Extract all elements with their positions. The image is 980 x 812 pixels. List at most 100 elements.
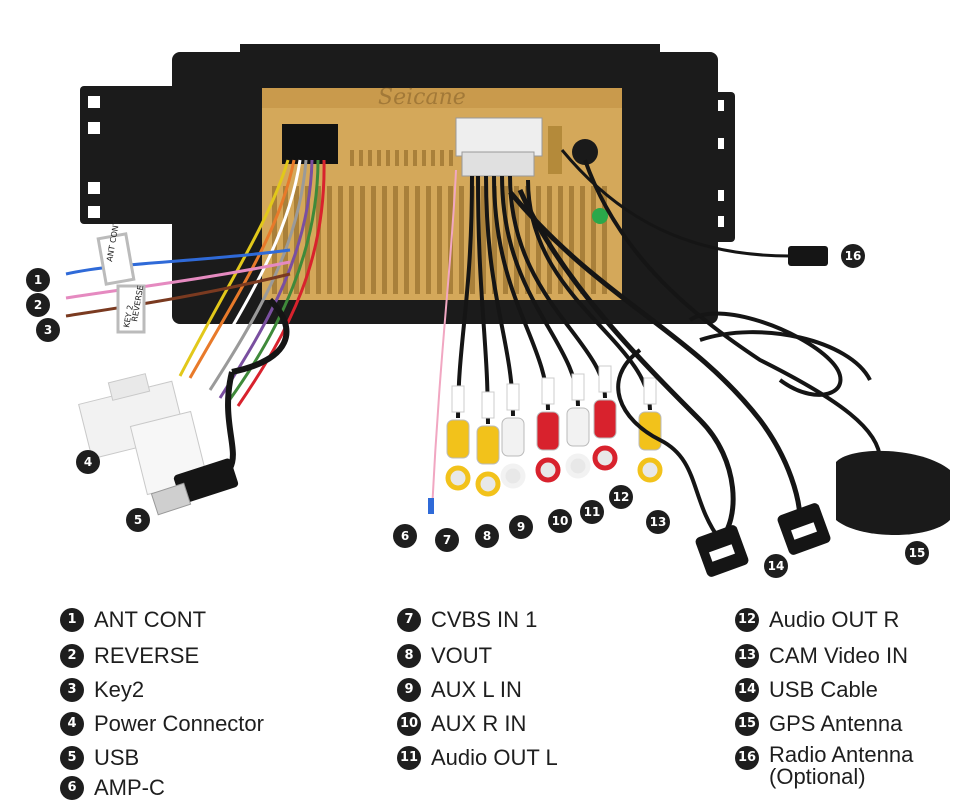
callout-number: 1 <box>34 273 42 287</box>
legend-item-7: 7 CVBS IN 1 <box>397 606 537 636</box>
rca-plug-body <box>501 417 525 457</box>
radio-antenna-plug <box>788 246 828 266</box>
antenna-jack <box>548 126 562 174</box>
callout-badge <box>26 268 50 292</box>
rca-cable-tag <box>571 373 585 401</box>
legend-label: Key2 <box>94 677 145 702</box>
heatsink-fin <box>360 186 365 294</box>
vent-slot <box>422 150 426 166</box>
vent-slot <box>395 150 399 166</box>
vent-slot <box>431 150 435 166</box>
gps-antenna-puck <box>836 450 950 535</box>
callout-badge <box>76 450 100 474</box>
heatsink-fin <box>514 186 519 294</box>
heatsink-fin <box>327 186 332 294</box>
diagram-callout-1: 1 <box>26 268 50 292</box>
legend-item-4: 4 Power Connector <box>60 710 264 740</box>
legend-number-badge: 4 <box>60 712 84 736</box>
callout-badge <box>126 508 150 532</box>
usb-extension-cables <box>508 188 803 542</box>
heatsink-fin <box>283 186 288 294</box>
callout-badge <box>26 293 50 317</box>
wiring-diagram: Seicane ANT CONT REVERSE KEY 2 <box>26 44 950 578</box>
callout-badge <box>435 528 459 552</box>
legend-label: CVBS IN 1 <box>431 607 538 632</box>
legend-label: Power Connector <box>94 711 264 736</box>
legend-number-badge: 2 <box>60 644 84 668</box>
heatsink-fin <box>569 186 574 294</box>
vent-slot <box>359 150 363 166</box>
heatsink-fin <box>415 186 420 294</box>
legend-number-badge: 7 <box>397 608 421 632</box>
key2-tag: KEY 2 <box>122 304 135 328</box>
heatsink-fin <box>558 186 563 294</box>
callout-number: 12 <box>613 490 630 504</box>
legend-number-badge: 10 <box>397 712 421 736</box>
vent-slot <box>368 150 372 166</box>
rca-cable-tag <box>598 365 612 393</box>
vent-slot <box>386 150 390 166</box>
legend-number-badge: 5 <box>60 746 84 770</box>
legend-label: GPS Antenna <box>769 711 903 736</box>
legend-item-14: 14 USB Cable <box>735 676 878 706</box>
vent-slot <box>350 150 354 166</box>
legend-number-badge: 12 <box>735 608 759 632</box>
heatsink-fin <box>338 186 343 294</box>
callout-badge <box>548 509 572 533</box>
rca-cable-tag <box>541 377 555 405</box>
diagram-callout-8: 8 <box>475 524 499 548</box>
vent-slot <box>404 150 408 166</box>
rca-plug-tip <box>445 465 471 491</box>
callout-number: 5 <box>134 513 142 527</box>
vent-slot <box>413 150 417 166</box>
legend-number-badge: 14 <box>735 678 759 702</box>
callout-number: 7 <box>443 533 451 547</box>
heatsink-fin <box>316 186 321 294</box>
heatsink-fin <box>294 186 299 294</box>
callout-number: 2 <box>34 298 42 312</box>
diagram-callout-14: 14 <box>764 554 788 578</box>
heatsink-fin <box>371 186 376 294</box>
diagram-callout-4: 4 <box>76 450 100 474</box>
heatsink-fin <box>426 186 431 294</box>
heatsink-fin <box>459 186 464 294</box>
legend-label: Radio Antenna (Optional) <box>769 742 914 789</box>
legend-number-badge: 9 <box>397 678 421 702</box>
legend-label: USB <box>94 745 140 770</box>
rca-cable-tag <box>506 383 520 411</box>
diagram-callout-5: 5 <box>126 508 150 532</box>
diagram-callout-11: 11 <box>580 500 604 524</box>
legend-label: Audio OUT L <box>431 745 558 770</box>
callout-badge <box>609 485 633 509</box>
rca-cables <box>445 175 663 497</box>
heatsink-fin <box>602 186 607 294</box>
power-connector <box>78 373 209 496</box>
callout-badge <box>509 515 533 539</box>
diagram-callout-15: 15 <box>905 541 929 565</box>
heatsink-fin <box>492 186 497 294</box>
vent-slot <box>440 150 444 166</box>
diagram-callout-16: 16 <box>841 244 865 268</box>
rca-plug-tip <box>637 457 663 483</box>
callout-number: 9 <box>517 520 525 534</box>
legend-label: REVERSE <box>94 643 200 668</box>
rca-cable-tag <box>451 385 465 413</box>
gps-cable <box>583 159 882 461</box>
heatsink-fin <box>437 186 442 294</box>
legend-label: ANT CONT <box>94 607 207 632</box>
callout-number: 14 <box>768 559 785 573</box>
amp-c-wire <box>431 169 457 511</box>
heatsink-fin <box>503 186 508 294</box>
diagram-callout-9: 9 <box>509 515 533 539</box>
legend-label: USB Cable <box>769 677 878 702</box>
diagram-callout-3: 3 <box>36 318 60 342</box>
diagram-callout-6: 6 <box>393 524 417 548</box>
heatsink-fin <box>580 186 585 294</box>
pigtail-wires <box>65 232 291 334</box>
